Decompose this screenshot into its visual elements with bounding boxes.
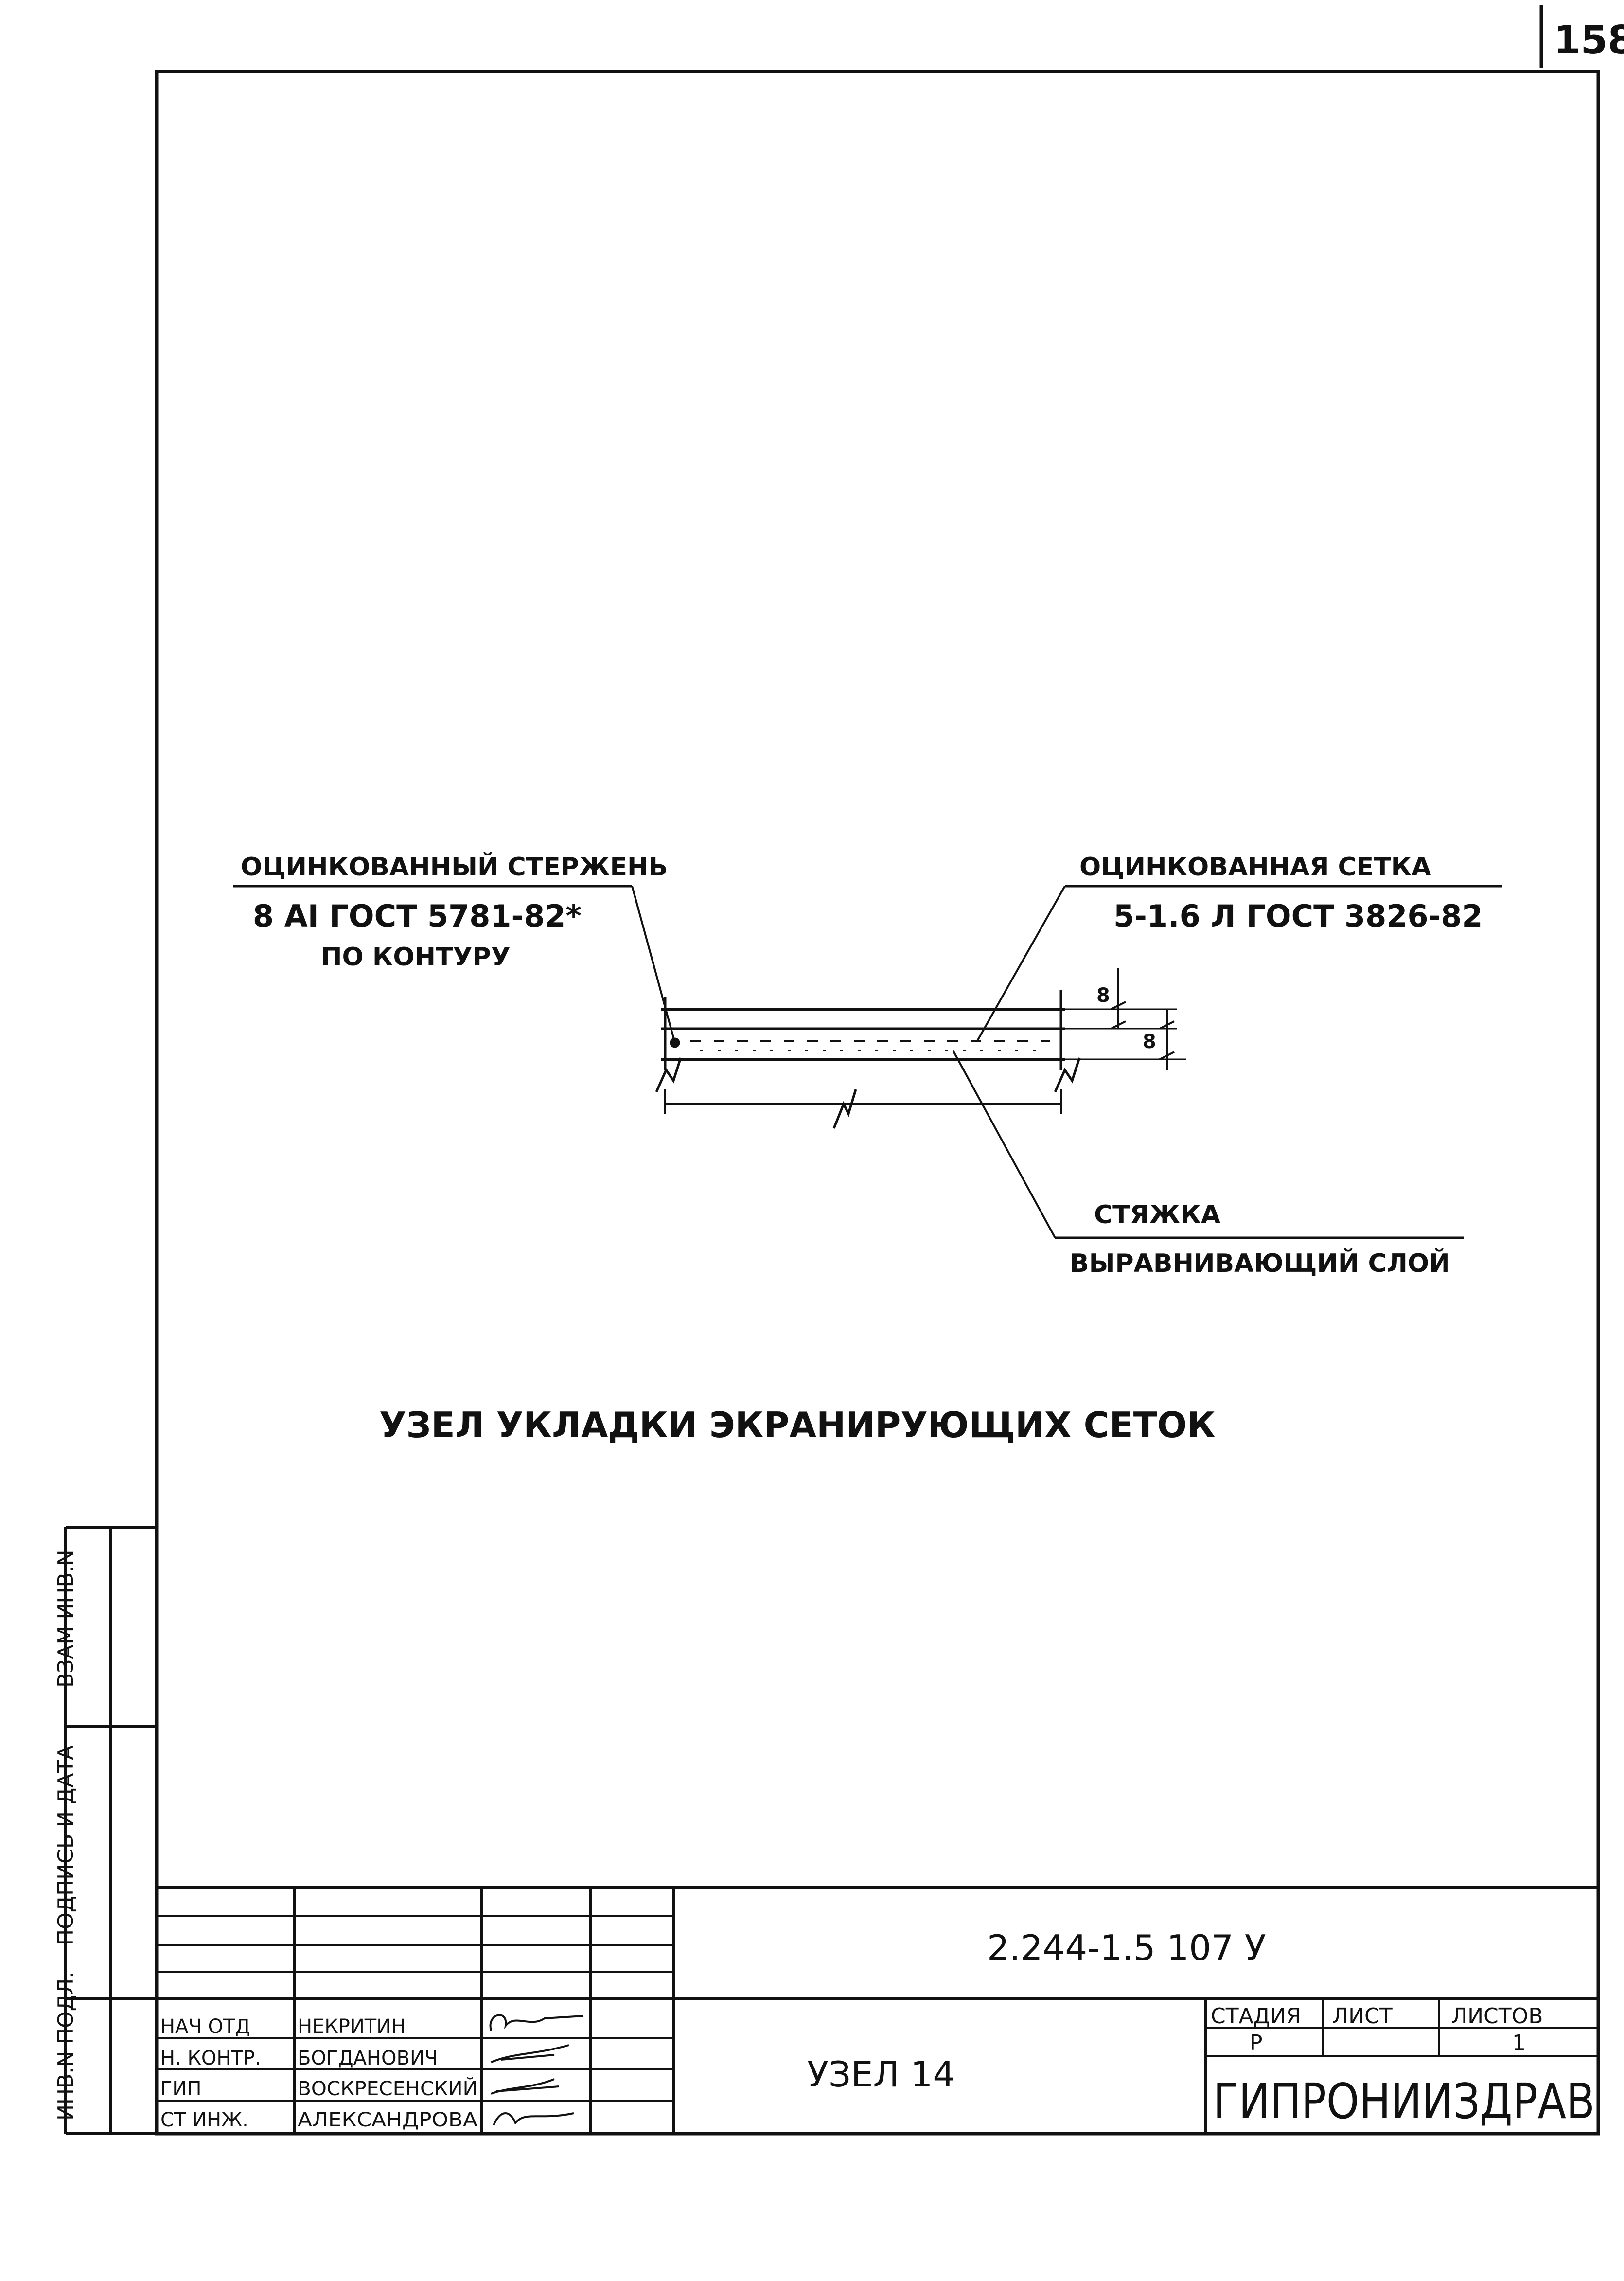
stage-value: Р	[1250, 2031, 1263, 2055]
leveling-layer-label: ВЫРАВНИВАЮЩИЙ СЛОЙ	[1070, 1248, 1450, 1278]
rod-label-spec: 8 AI ГОСТ 5781-82*	[253, 898, 582, 934]
dimension-top: 8	[1096, 984, 1110, 1007]
person-name: БОГДАНОВИЧ	[298, 2047, 438, 2069]
rod-label-name: ОЦИНКОВАННЫЙ СТЕРЖЕНЬ	[241, 852, 668, 882]
mesh-label-spec: 5-1.6 Л ГОСТ 3826-82	[1113, 898, 1483, 934]
stamp-replacement-inventory: ВЗАМ ИНВ.N	[53, 1550, 78, 1688]
person-name: НЕКРИТИН	[298, 2015, 406, 2038]
role-label: Н. КОНТР.	[160, 2047, 261, 2069]
drawing-caption: УЗЕЛ УКЛАДКИ ЭКРАНИРУЮЩИХ СЕТОК	[379, 1405, 1216, 1445]
page-number: 158	[1553, 18, 1624, 63]
role-label: ГИП	[160, 2078, 201, 2100]
dimension-right: 8	[1143, 1031, 1156, 1053]
role-label: СТ ИНЖ.	[160, 2109, 248, 2131]
detail-drawing	[233, 885, 1502, 1239]
sheet-title: УЗЕЛ 14	[807, 2054, 955, 2095]
side-stamp	[64, 1526, 157, 2135]
stamp-original-inventory: ИНВ.N ПОДЛ.	[53, 1971, 78, 2121]
document-code: 2.244-1.5 107 У	[987, 1927, 1266, 1968]
screed-label: СТЯЖКА	[1094, 1200, 1220, 1230]
drawing-frame	[155, 70, 1600, 2136]
stamp-signature-date: ПОДПИСЬ И ДАТА	[53, 1745, 78, 1945]
person-name: ВОСКРЕСЕНСКИЙ	[298, 2077, 477, 2100]
organization-name: ГИПРОНИИЗДРАВ	[1213, 2073, 1595, 2130]
sheets-header: ЛИСТОВ	[1451, 2004, 1543, 2029]
rod-label-contour: ПО КОНТУРУ	[321, 943, 511, 972]
title-block-grid	[157, 1886, 1598, 2134]
sheets-value: 1	[1512, 2031, 1526, 2055]
role-label: НАЧ ОТД	[160, 2015, 250, 2038]
stage-header: СТАДИЯ	[1211, 2004, 1301, 2029]
sheet-header: ЛИСТ	[1332, 2004, 1393, 2029]
mesh-label-name: ОЦИНКОВАННАЯ СЕТКА	[1079, 853, 1431, 882]
person-name: АЛЕКСАНДРОВА	[298, 2109, 478, 2131]
signature-scribbles	[489, 2014, 584, 2126]
